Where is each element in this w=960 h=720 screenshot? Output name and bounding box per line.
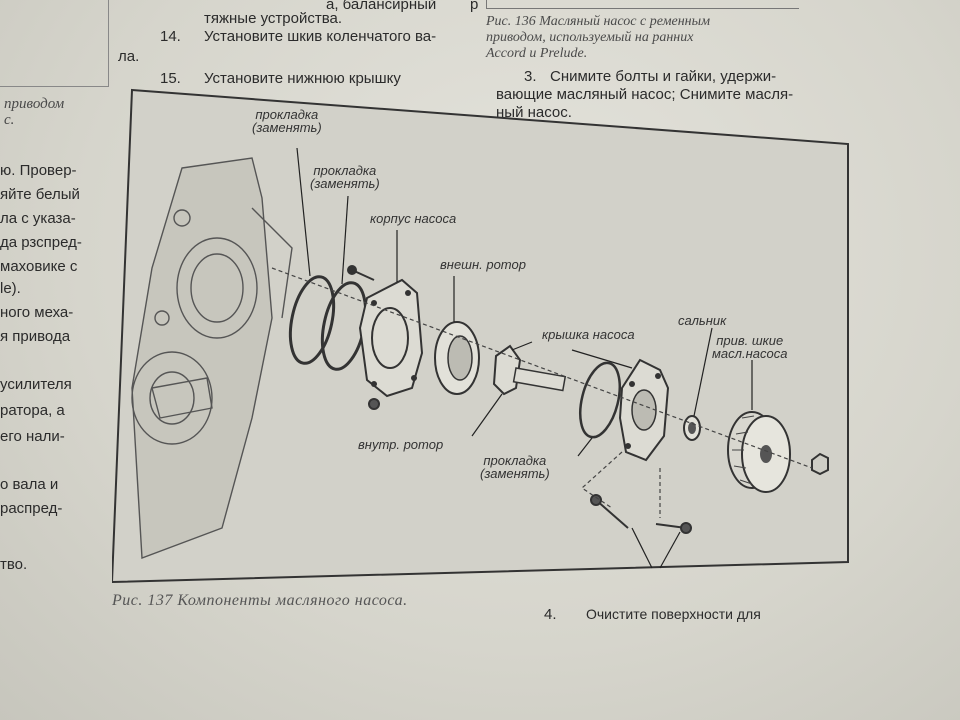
pulley-nut-shape bbox=[811, 452, 829, 476]
step-3-line3: ный насос. bbox=[496, 104, 572, 121]
label-pulley-line1: прив. шкие bbox=[716, 333, 784, 348]
text-line-fragment-b: тяжные устройства. bbox=[204, 10, 343, 27]
left-line: да рзспред- bbox=[0, 234, 82, 251]
left-line: ратора, а bbox=[0, 402, 65, 419]
top-left-box bbox=[0, 0, 109, 87]
step-4-text: Очистите поверхности для bbox=[586, 606, 761, 622]
figure-137-caption: Рис. 137 Компоненты масляного насоса. bbox=[112, 592, 408, 609]
pump-cover-shape bbox=[618, 358, 670, 462]
left-line: le). bbox=[0, 280, 21, 297]
seal-shape bbox=[683, 415, 701, 441]
label-pulley-line2: масл.насоса bbox=[712, 346, 788, 361]
housing-bolts bbox=[347, 265, 380, 410]
label-gasket-1-line1: прокладка bbox=[255, 107, 319, 122]
label-gasket-1: прокладка (заменять) bbox=[252, 108, 322, 134]
step-4-number: 4. bbox=[544, 606, 557, 623]
assembly-guide-lines bbox=[271, 267, 813, 518]
label-gasket-1-line2: (заменять) bbox=[252, 120, 322, 135]
label-pulley: прив. шкие масл.насоса bbox=[712, 334, 787, 360]
cover-bolts bbox=[590, 494, 692, 534]
label-gasket-2: прокладка (заменять) bbox=[310, 164, 380, 190]
left-line: яйте белый bbox=[0, 186, 80, 203]
left-line: я привода bbox=[0, 328, 71, 345]
left-line: маховике с bbox=[0, 258, 78, 275]
figure-137: прокладка (заменять) прокладка (заменять… bbox=[112, 88, 850, 584]
label-pump-housing: корпус насоса bbox=[370, 211, 457, 226]
top-left-box-caption: приводом bbox=[4, 96, 65, 112]
left-line: о вала и bbox=[0, 476, 59, 493]
label-gasket-2-line1: прокладка bbox=[313, 163, 377, 178]
step-3-line2: вающие масляный насос; Снимите масля- bbox=[496, 86, 794, 103]
label-gasket-3-line1: прокладка bbox=[483, 453, 547, 468]
label-gasket-2-line2: (заменять) bbox=[310, 176, 380, 191]
inner-rotor-shape bbox=[492, 344, 567, 396]
top-left-box-caption-2: с. bbox=[4, 112, 15, 128]
step-14-text: Установите шкив коленчатого ва- bbox=[204, 28, 437, 45]
fig136-caption-line3: Accord и Prelude. bbox=[486, 46, 588, 61]
figure-illustration bbox=[112, 88, 849, 584]
label-outer-rotor: внешн. ротор bbox=[440, 257, 526, 272]
step-15-number: 15. bbox=[160, 70, 181, 87]
gasket-1-shape bbox=[288, 275, 336, 365]
left-line: усилителя bbox=[0, 376, 72, 393]
label-seal: сальник bbox=[678, 313, 727, 328]
text-line-fragment-a2: р bbox=[470, 0, 479, 13]
pulley-shape bbox=[727, 411, 791, 493]
left-line: тво. bbox=[0, 556, 28, 573]
engine-block-sketch bbox=[131, 157, 293, 559]
fig136-caption-line1: Рис. 136 Масляный насос с ременным bbox=[486, 14, 711, 29]
step-3-line1: Снимите болты и гайки, удержи- bbox=[550, 68, 777, 85]
label-leaders bbox=[296, 147, 753, 569]
step-14-continuation: ла. bbox=[118, 48, 140, 65]
left-line: распред- bbox=[0, 500, 63, 517]
fig136-box bbox=[486, 0, 799, 9]
step-14-number: 14. bbox=[160, 28, 181, 45]
left-line: ла с указа- bbox=[0, 210, 76, 227]
label-gasket-3: прокладка (заменять) bbox=[480, 454, 550, 480]
gasket-3-shape bbox=[579, 361, 621, 439]
outer-rotor-shape bbox=[434, 321, 480, 395]
pump-housing-shape bbox=[358, 278, 424, 398]
label-inner-rotor: внутр. ротор bbox=[358, 437, 444, 452]
left-line: ю. Провер- bbox=[0, 162, 77, 179]
fig136-caption-line2: приводом, используемый на ранних bbox=[486, 30, 694, 45]
step-3-number: 3. bbox=[524, 68, 537, 85]
label-gasket-3-line2: (заменять) bbox=[480, 466, 550, 481]
step-15-text: Установите нижнюю крышку bbox=[204, 70, 401, 87]
left-line: ного меха- bbox=[0, 304, 74, 321]
figure-border bbox=[112, 88, 849, 584]
label-pump-cover: крышка насоса bbox=[542, 327, 635, 342]
text-line-fragment-a: а, балансирный bbox=[326, 0, 437, 13]
left-line: его нали- bbox=[0, 428, 65, 445]
